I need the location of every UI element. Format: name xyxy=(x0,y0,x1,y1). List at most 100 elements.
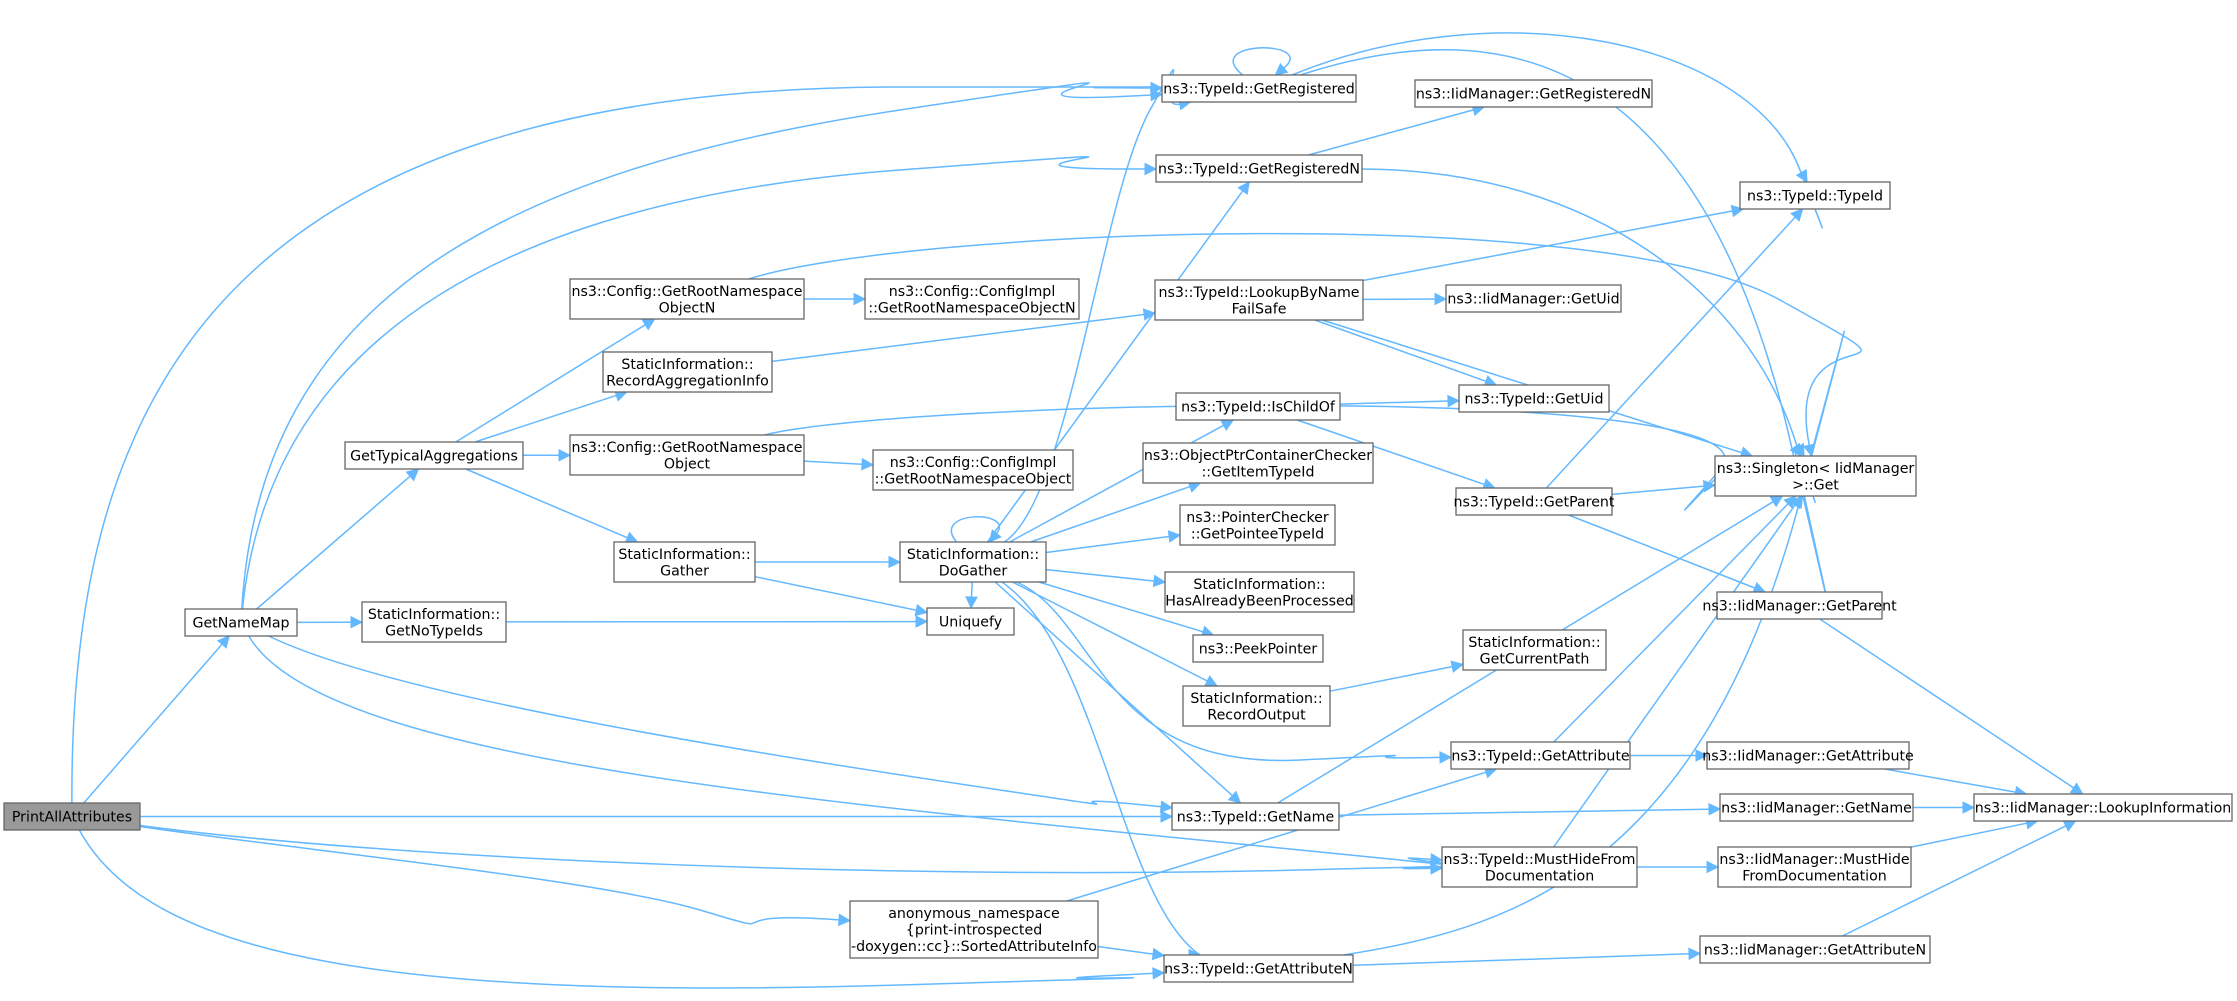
node-label: PrintAllAttributes xyxy=(12,810,132,826)
node-box xyxy=(1161,74,1357,103)
node-label: ns3::Singleton< IidManager xyxy=(1717,461,1915,477)
edge-line xyxy=(1611,485,1705,496)
node-obj-ptr-container-checker[interactable]: ns3::ObjectPtrContainerChecker::GetItemT… xyxy=(1142,442,1374,484)
edge-line xyxy=(994,581,1233,797)
arrowhead-icon xyxy=(350,615,364,629)
call-edge-TypeIdGetParent-to-TypeIdTypeId xyxy=(1545,208,1804,489)
arrowhead-icon xyxy=(624,531,639,544)
node-box xyxy=(1164,571,1355,613)
node-record-aggregation-info[interactable]: StaticInformation::RecordAggregationInfo xyxy=(602,351,773,393)
edge-line xyxy=(241,82,1152,610)
node-get-typical-aggregations[interactable]: GetTypicalAggregations xyxy=(344,441,524,470)
node-label: RecordOutput xyxy=(1207,707,1306,723)
edge-line xyxy=(1910,822,2027,848)
node-label: ns3::TypeId::GetRegistered xyxy=(1163,82,1354,98)
node-iid-must-hide[interactable]: ns3::IidManager::MustHideFromDocumentati… xyxy=(1717,846,1912,888)
node-iid-get-attribute[interactable]: ns3::IidManager::GetAttribute xyxy=(1702,741,1914,770)
node-get-current-path[interactable]: StaticInformation::GetCurrentPath xyxy=(1462,629,1607,671)
call-edge-TypeIdGetName-to-IidGetName xyxy=(1338,802,1722,816)
node-record-output[interactable]: StaticInformation::RecordOutput xyxy=(1182,685,1331,727)
call-edge-MustHideFromDoc-to-IidMustHide xyxy=(1637,860,1720,874)
node-iid-get-uid[interactable]: ns3::IidManager::GetUid xyxy=(1445,284,1622,313)
node-box xyxy=(1973,793,2233,822)
call-edge-PrintAllAttributes-to-GetNameMap xyxy=(83,635,230,804)
arrowhead-icon xyxy=(1227,790,1242,804)
node-get-root-ns-object[interactable]: ns3::Config::GetRootNamespaceObject xyxy=(569,434,805,476)
node-label: ns3::PointerChecker xyxy=(1186,510,1329,526)
call-edge-TypeIdGetParent-to-IidGetParent xyxy=(1568,514,1767,594)
node-peek-pointer[interactable]: ns3::PeekPointer xyxy=(1192,634,1324,663)
node-gather[interactable]: StaticInformation::Gather xyxy=(613,541,756,583)
edge-line xyxy=(1296,419,1485,486)
node-label: RecordAggregationInfo xyxy=(606,373,769,389)
call-edge-GetRootNsObject-to-ImplGetRootNsObject xyxy=(803,457,875,471)
node-iid-get-parent[interactable]: ns3::IidManager::GetParent xyxy=(1702,591,1897,620)
arrowhead-icon xyxy=(1795,168,1808,183)
arrowhead-icon xyxy=(1144,162,1158,176)
node-type-id-get-attribute-n[interactable]: ns3::TypeId::GetAttributeN xyxy=(1163,954,1354,983)
node-singleton-get[interactable]: ns3::Singleton< IidManager>::Get xyxy=(1714,455,1917,497)
node-type-id-get-attribute[interactable]: ns3::TypeId::GetAttribute xyxy=(1450,741,1631,770)
arrowhead-icon xyxy=(1702,479,1717,493)
node-label: ns3::Config::GetRootNamespace xyxy=(572,284,803,300)
arrowhead-icon xyxy=(965,596,978,610)
node-iid-get-registered-n[interactable]: ns3::IidManager::GetRegisteredN xyxy=(1414,79,1653,108)
node-label: ns3::TypeId::GetName xyxy=(1177,810,1334,826)
node-is-child-of[interactable]: ns3::TypeId::IsChildOf xyxy=(1175,392,1341,421)
node-box xyxy=(849,900,1099,959)
arrowhead-icon xyxy=(1430,862,1444,875)
node-label: ns3::IidManager::GetName xyxy=(1721,801,1912,817)
edge-line xyxy=(1553,503,1789,743)
node-get-no-type-ids[interactable]: StaticInformation::GetNoTypeIds xyxy=(361,601,507,643)
node-do-gather[interactable]: StaticInformation::DoGather xyxy=(899,541,1047,583)
node-impl-get-root-ns-object[interactable]: ns3::Config::ConfigImpl::GetRootNamespac… xyxy=(872,449,1074,491)
call-edge-LookupByNameFailSafe-to-TypeIdGetUid xyxy=(1314,319,1498,388)
edge-line xyxy=(771,313,1145,363)
node-label: ns3::Config::GetRootNamespace xyxy=(572,440,803,456)
arrowhead-icon xyxy=(558,448,572,462)
arrowhead-icon xyxy=(1159,800,1174,813)
node-get-name-map[interactable]: GetNameMap xyxy=(184,608,298,637)
node-label: ::GetItemTypeId xyxy=(1202,464,1315,480)
node-lookup-information[interactable]: ns3::IidManager::LookupInformation xyxy=(1973,793,2233,822)
node-iid-get-name[interactable]: ns3::IidManager::GetName xyxy=(1719,793,1914,822)
node-type-id-get-parent[interactable]: ns3::TypeId::GetParent xyxy=(1453,487,1615,516)
node-print-all-attributes[interactable]: PrintAllAttributes xyxy=(3,802,141,831)
node-box xyxy=(1179,504,1336,546)
node-box xyxy=(569,278,805,320)
node-iid-get-attribute-n[interactable]: ns3::IidManager::GetAttributeN xyxy=(1699,935,1931,964)
node-label: Gather xyxy=(660,563,709,579)
arrowhead-icon xyxy=(988,529,1002,543)
node-label: ns3::IidManager::LookupInformation xyxy=(1975,801,2232,817)
node-get-root-ns-object-n[interactable]: ns3::Config::GetRootNamespaceObjectN xyxy=(569,278,805,320)
node-box xyxy=(602,351,773,393)
node-box xyxy=(569,434,805,476)
node-impl-get-root-ns-object-n[interactable]: ns3::Config::ConfigImpl::GetRootNamespac… xyxy=(864,278,1080,320)
node-pointer-checker[interactable]: ns3::PointerChecker::GetPointeeTypeId xyxy=(1179,504,1336,546)
node-sorted-attribute-info[interactable]: anonymous_namespace{print-introspected-d… xyxy=(849,900,1099,959)
arrowhead-icon xyxy=(1695,749,1709,762)
node-type-id-type-id[interactable]: ns3::TypeId::TypeId xyxy=(1739,181,1891,210)
node-has-already-been-processed[interactable]: StaticInformation::HasAlreadyBeenProcess… xyxy=(1164,571,1355,613)
call-edge-GetRootNsObjectN-to-ImplGetRootNsObjectN xyxy=(804,292,867,306)
node-type-id-get-uid[interactable]: ns3::TypeId::GetUid xyxy=(1458,384,1610,413)
arrowhead-icon xyxy=(1790,208,1804,222)
node-box xyxy=(1706,741,1910,770)
call-edge-TypeIdGetRegistered-to-TypeIdGetRegistered xyxy=(1232,47,1291,76)
call-edge-TypeIdGetAttributeN-to-IidGetAttributeN xyxy=(1352,947,1702,967)
edge-line xyxy=(1045,568,1155,582)
edge-line xyxy=(1339,400,1449,405)
call-edge-TypeIdGetRegisteredN-to-IidGetRegisteredN xyxy=(1308,103,1486,156)
node-type-id-get-name[interactable]: ns3::TypeId::GetName xyxy=(1171,802,1340,831)
arrowhead-icon xyxy=(861,457,875,471)
arrowhead-icon xyxy=(1430,852,1444,866)
node-type-id-get-registered-n[interactable]: ns3::TypeId::GetRegisteredN xyxy=(1155,154,1363,183)
node-type-id-get-registered[interactable]: ns3::TypeId::GetRegistered xyxy=(1161,74,1357,103)
edge-line xyxy=(465,468,628,539)
node-box xyxy=(1719,793,1914,822)
call-edge-TypeIdGetParent-to-SingletonGet xyxy=(1611,479,1717,496)
arrowhead-icon xyxy=(1706,860,1720,874)
node-uniquefy[interactable]: Uniquefy xyxy=(926,607,1015,636)
